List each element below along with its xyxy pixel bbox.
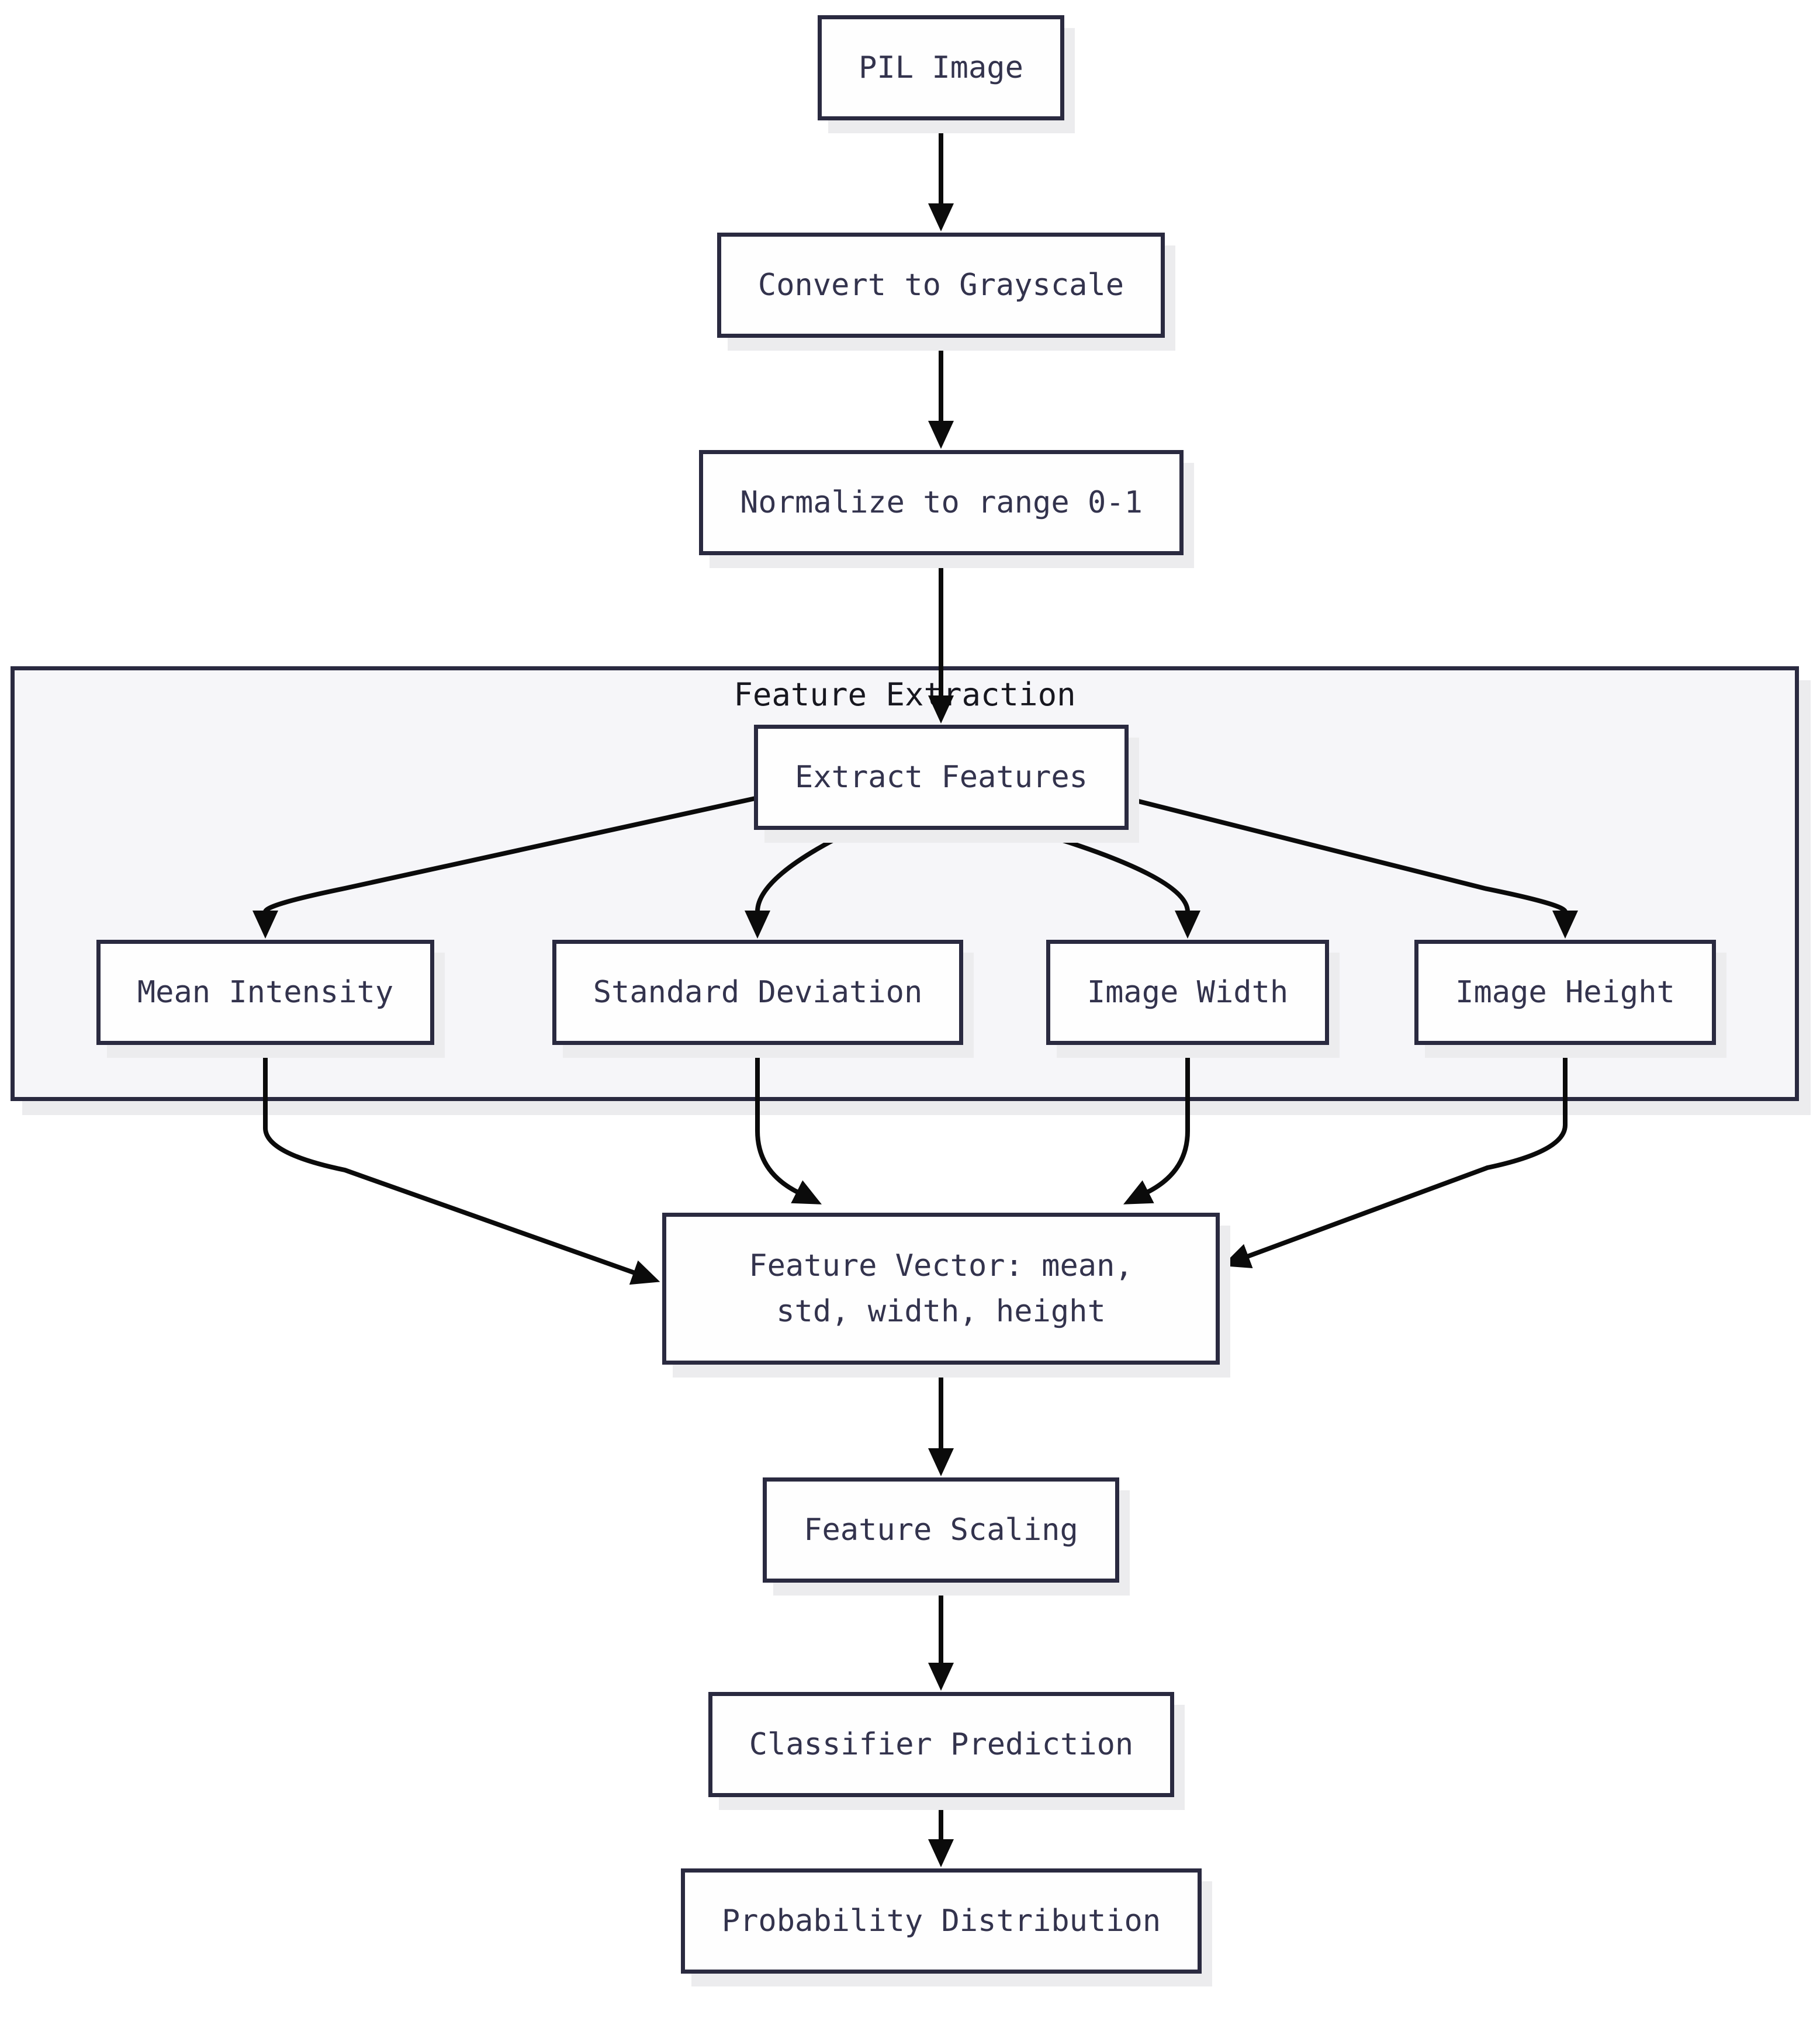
node-feature-scaling: Feature Scaling <box>763 1477 1119 1583</box>
node-pil-image: PIL Image <box>818 15 1064 120</box>
subgraph-label: Feature Extraction <box>733 676 1076 713</box>
node-feature-vector: Feature Vector: mean, std, width, height <box>662 1213 1220 1365</box>
node-normalize-to-range: Normalize to range 0-1 <box>699 450 1184 555</box>
node-mean-intensity: Mean Intensity <box>96 940 434 1045</box>
node-classifier-prediction: Classifier Prediction <box>708 1692 1174 1797</box>
node-image-width: Image Width <box>1046 940 1329 1045</box>
node-extract-features: Extract Features <box>754 725 1129 830</box>
node-convert-to-grayscale: Convert to Grayscale <box>717 233 1165 338</box>
node-probability-distribution: Probability Distribution <box>681 1868 1202 1974</box>
node-standard-deviation: Standard Deviation <box>552 940 963 1045</box>
node-image-height: Image Height <box>1414 940 1716 1045</box>
